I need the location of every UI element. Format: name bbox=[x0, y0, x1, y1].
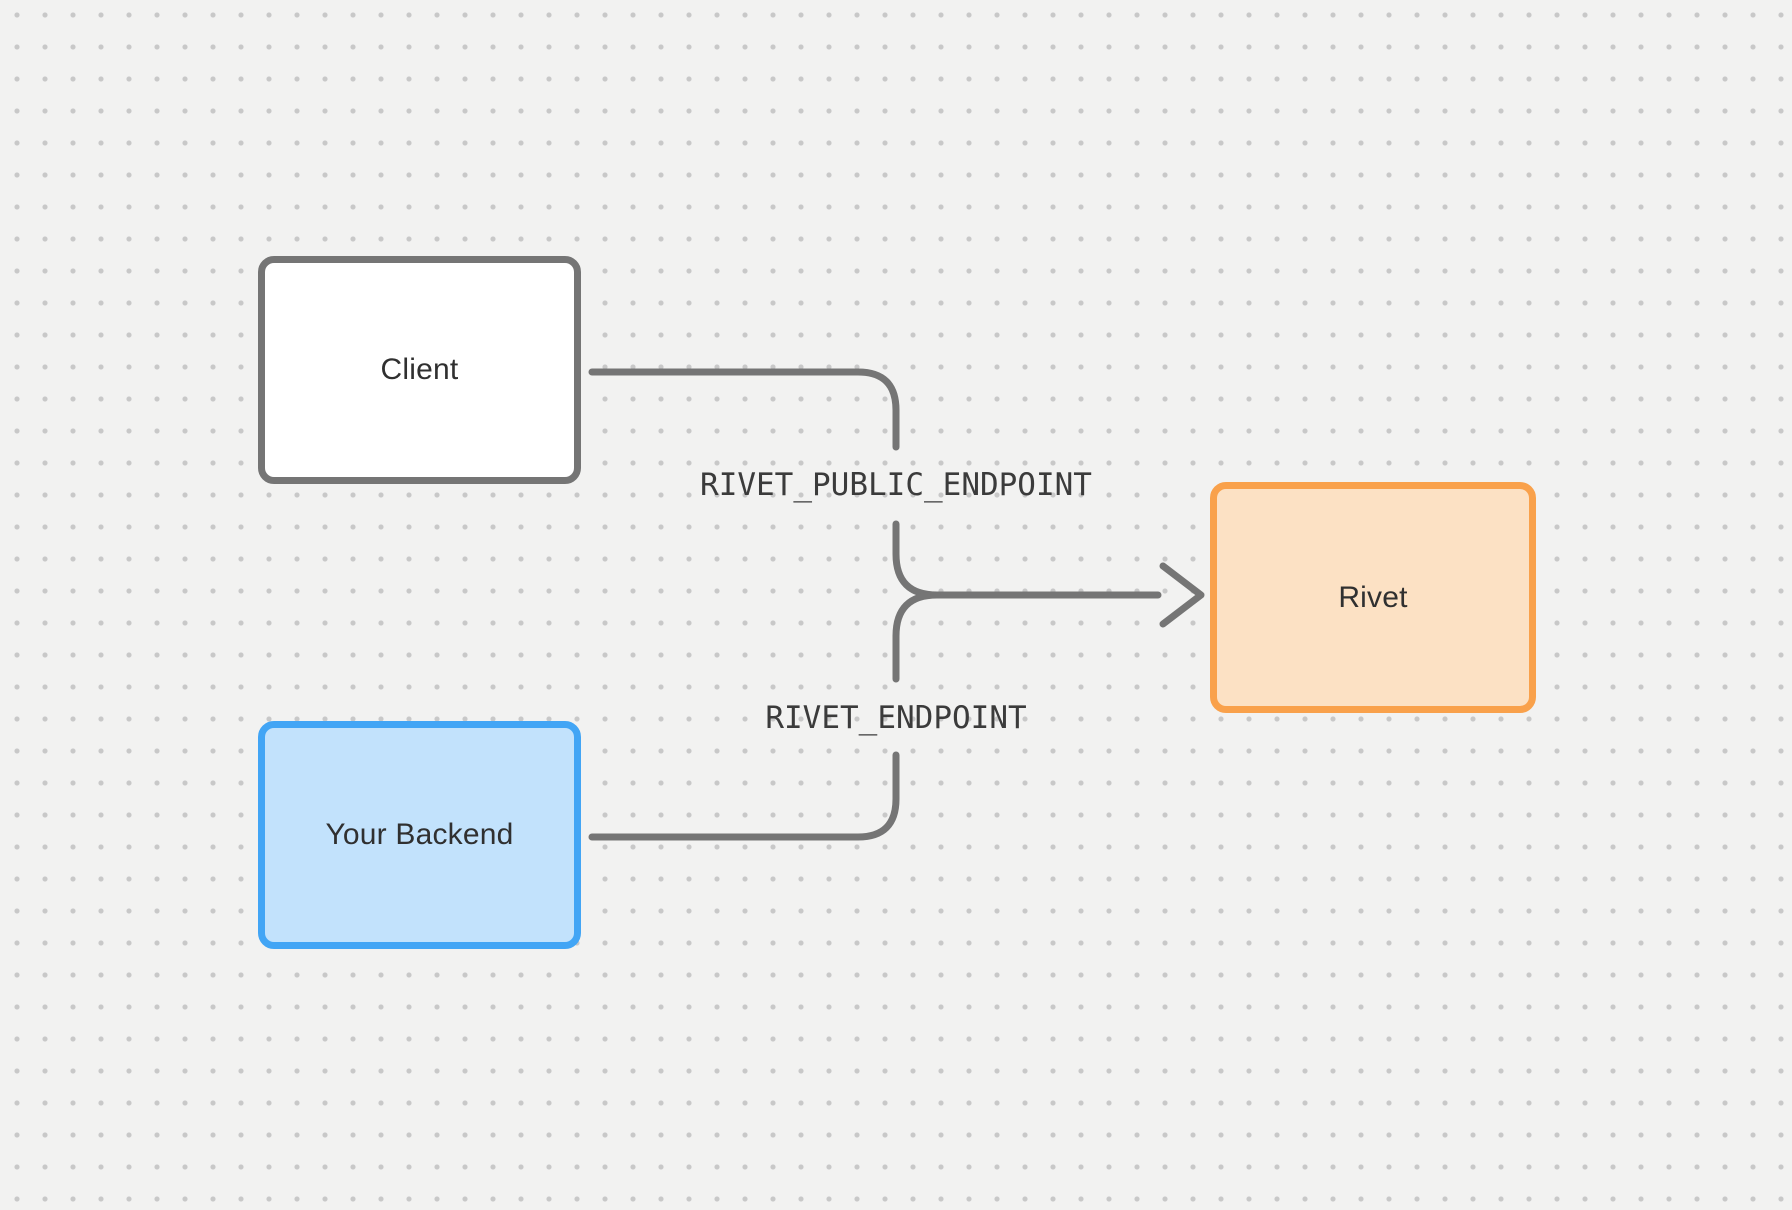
backend-connector-segment-1 bbox=[588, 751, 900, 841]
node-client: Client bbox=[258, 256, 581, 484]
edge-label-rivet-public-endpoint: RIVET_PUBLIC_ENDPOINT bbox=[700, 467, 1092, 503]
client-connector-segment-2 bbox=[892, 520, 1162, 599]
backend-connector-segment-2 bbox=[892, 591, 941, 683]
client-connector-segment-1 bbox=[588, 368, 900, 451]
node-your-backend: Your Backend bbox=[258, 721, 581, 949]
node-rivet: Rivet bbox=[1210, 482, 1536, 713]
node-your-backend-label: Your Backend bbox=[325, 818, 514, 851]
node-rivet-label: Rivet bbox=[1338, 580, 1408, 614]
arrowhead-icon bbox=[1159, 562, 1205, 628]
edge-label-rivet-endpoint: RIVET_ENDPOINT bbox=[765, 700, 1027, 736]
node-client-label: Client bbox=[380, 353, 459, 386]
